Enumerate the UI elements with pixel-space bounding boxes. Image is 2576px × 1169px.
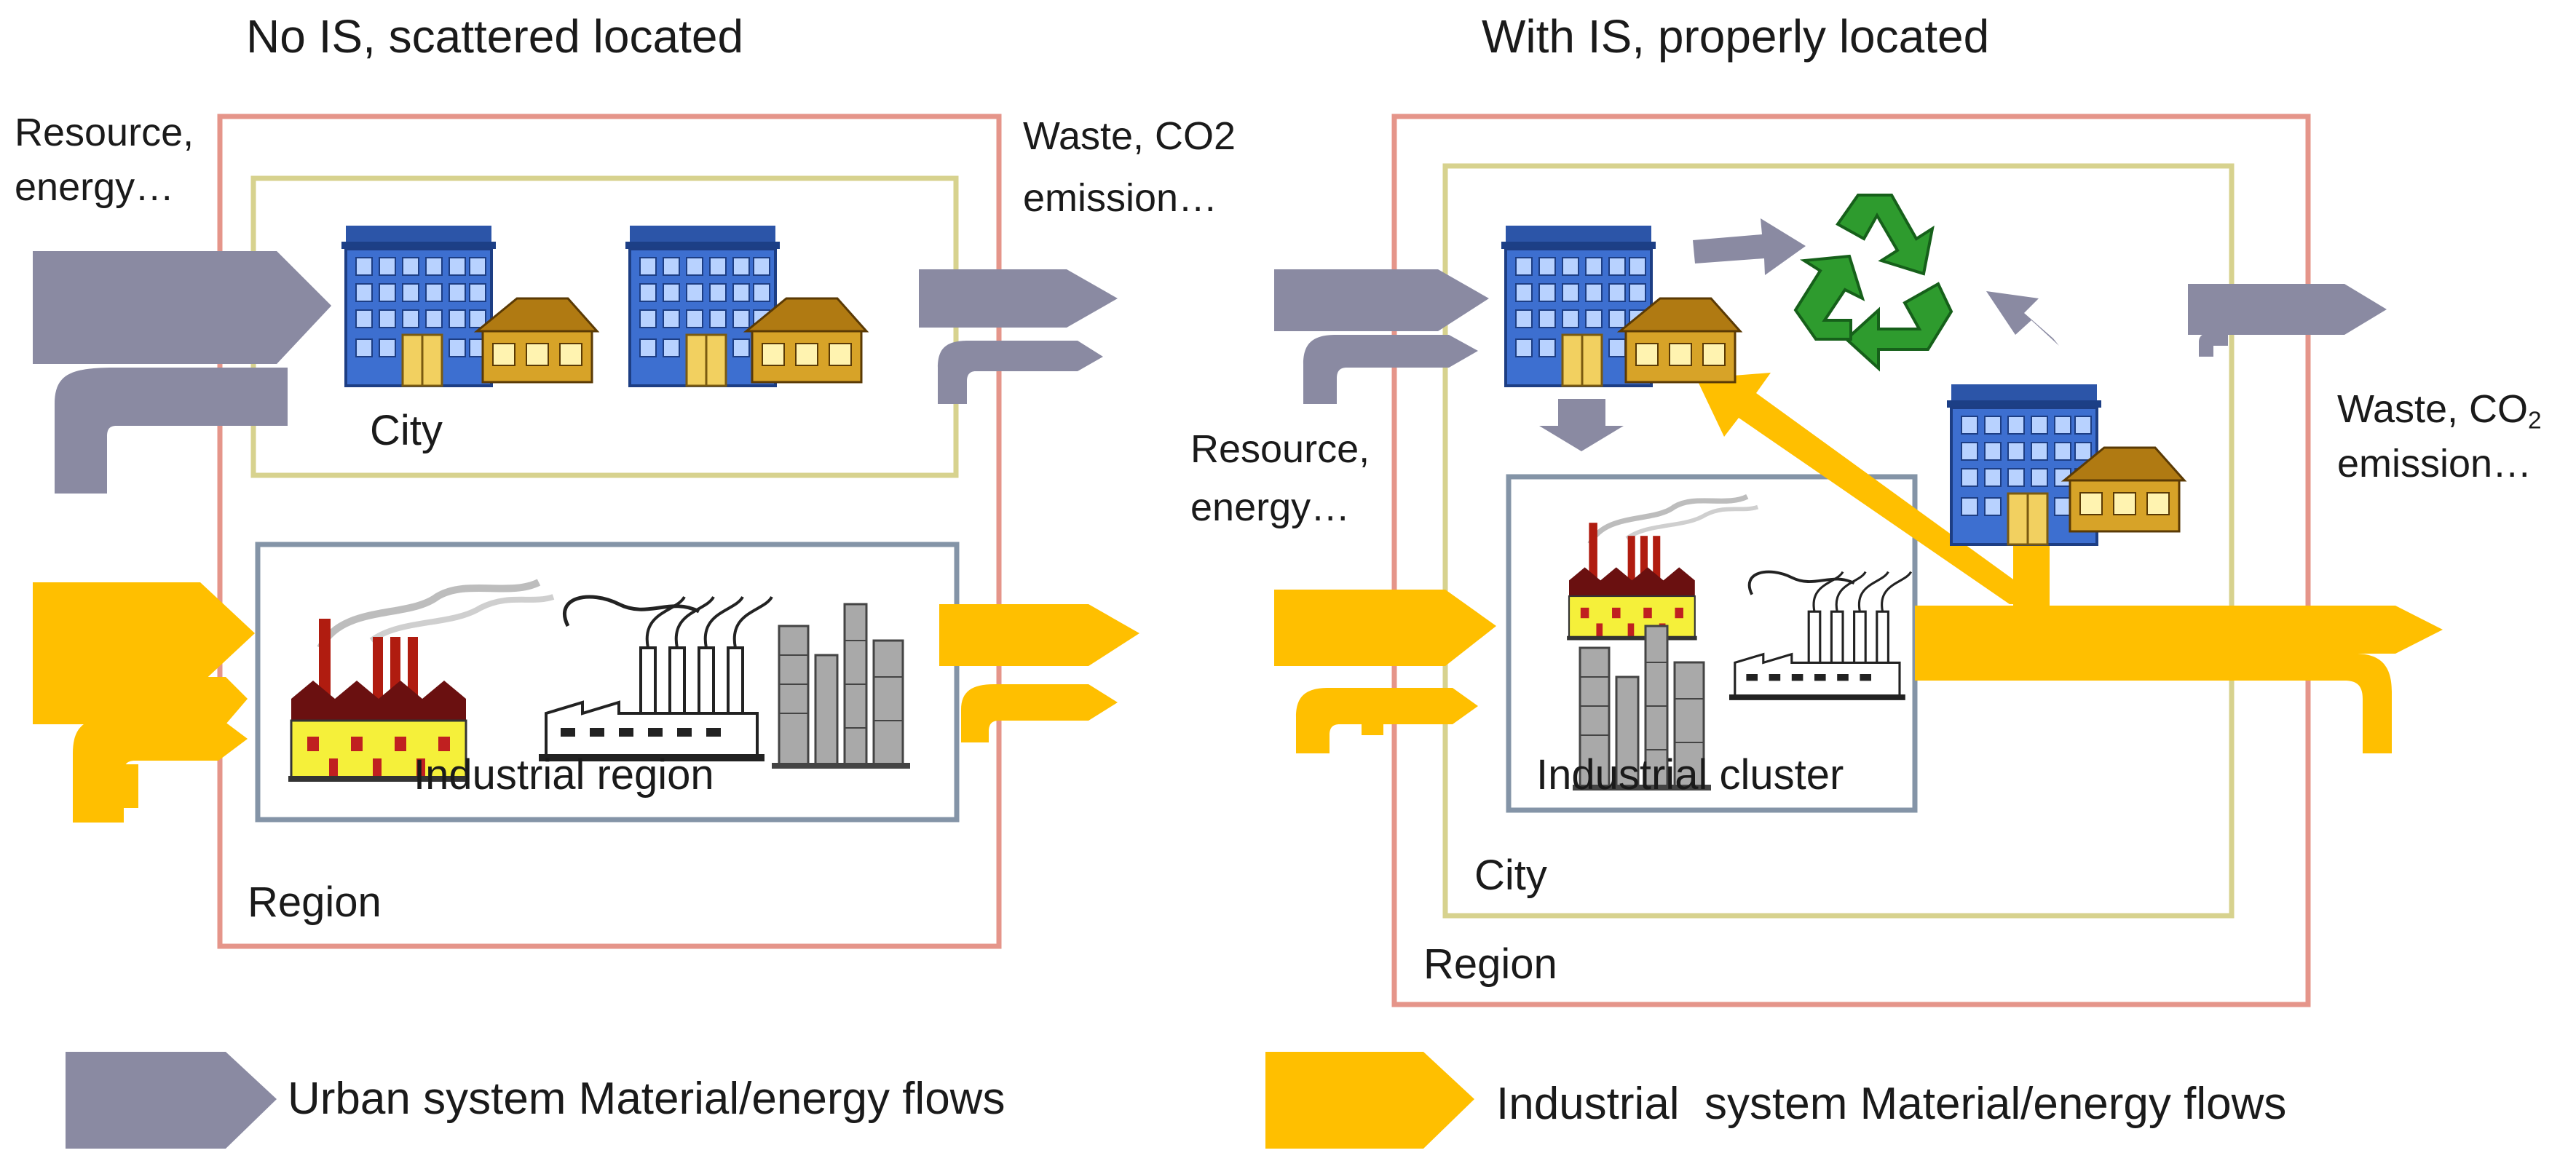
legend-urban-swatch [66,1052,277,1149]
right-region-label: Region [1423,940,1557,988]
factory-icon [1567,496,1758,640]
factory-icon [539,597,772,761]
right-urban-output-flow [2188,284,2387,357]
right-city-label: City [1474,852,1547,899]
right-panel-title: With IS, properly located [1482,10,1990,63]
left-industrial-label: Industrial region [414,751,714,799]
refinery-icon [770,603,912,770]
right-urban-input-flow [1274,269,1489,404]
factory-icon [1728,570,1913,702]
co2-subscript: 2 [2528,407,2542,435]
right-industrial-input-flow [1274,590,1496,753]
left-industrial-input-flow [33,582,255,823]
left-industrial-box [255,542,960,823]
left-output-label-line1: Waste, CO2 [1023,114,1236,158]
right-output-label-line2: emission… [2337,442,2532,486]
left-region-box [217,114,1002,949]
recycle-icon [1793,194,1953,372]
building-icon [340,224,497,387]
left-urban-input-flow [33,251,331,494]
left-industrial-output-flow [939,604,1139,742]
legend-industrial-swatch [1265,1052,1474,1149]
left-city-label: City [370,407,443,454]
house-icon [475,297,598,384]
right-region-box [1391,114,2311,1007]
right-input-label-line1: Resource, [1190,427,1370,471]
right-city-box [1442,163,2235,919]
left-urban-output-flow [919,269,1118,404]
right-industrial-label: Industrial cluster [1536,751,1844,799]
legend-urban-label: Urban system Material/energy flows [288,1074,1005,1124]
right-output-label-line1: Waste, CO2 [2337,386,2542,436]
right-output-label-prefix: Waste, CO [2337,387,2529,431]
right-industrial-output-flow [1915,606,2443,753]
left-panel-title: No IS, scattered located [246,10,744,63]
right-input-label-line2: energy… [1190,486,1351,529]
urban-to-industry-arrow [1539,399,1624,451]
legend-industrial-label: Industrial system Material/energy flows [1496,1079,2287,1129]
left-city-icons [340,224,868,387]
right-panel [1274,114,2443,1007]
right-industrial-icons [1567,496,1913,792]
left-panel [33,114,1139,949]
urban-to-recycle-arrows [1693,218,2059,346]
left-input-label-line1: Resource, [15,111,194,154]
legend [66,1052,1474,1149]
left-output-label-line2: emission… [1023,176,1218,220]
left-input-label-line2: energy… [15,165,175,209]
left-region-label: Region [248,879,382,926]
